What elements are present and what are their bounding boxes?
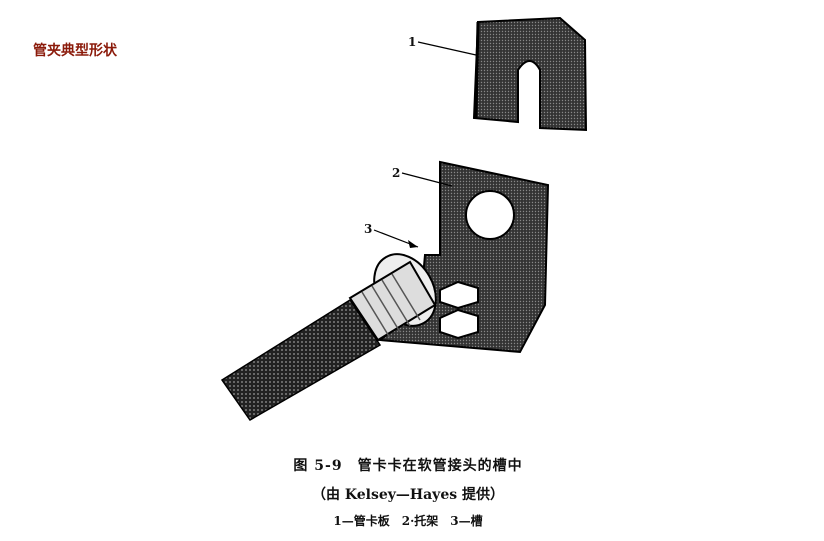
label-2: 2 [392,166,400,180]
figure-caption: 图 5-9 管卡卡在软管接头的槽中 [293,458,523,474]
nuts [439,280,479,340]
page-title: 管夹典型形状 [33,43,117,59]
label-3: 3 [364,222,372,236]
hose-fitting [220,253,437,421]
clamp-plate [472,16,588,132]
label-1: 1 [408,35,416,49]
figure-source: （由 Kelsey—Hayes 提供） [312,487,504,503]
figure-legend: 1—管卡板 2·托架 3—槽 [333,514,483,528]
